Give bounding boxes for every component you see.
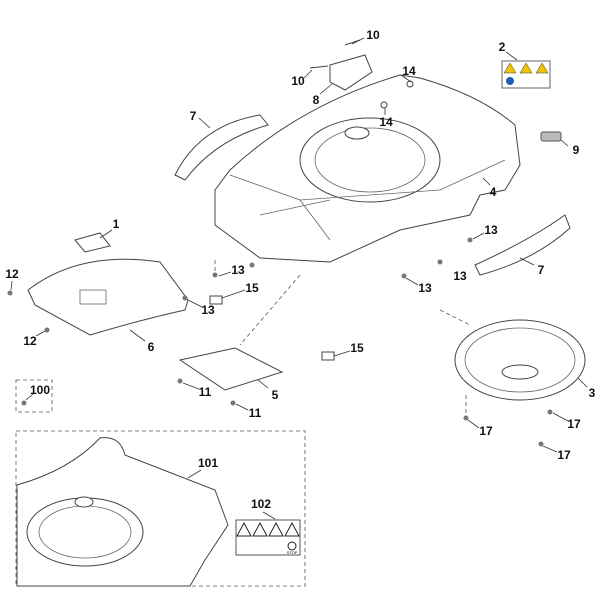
callout-13: 13	[231, 263, 245, 277]
assembly-lines	[214, 260, 471, 415]
callout-101: 101	[197, 456, 219, 470]
callout-15: 15	[245, 281, 259, 295]
deck-housing	[214, 74, 521, 263]
callout-14: 14	[402, 64, 416, 78]
nut	[380, 101, 388, 109]
callout-15: 15	[350, 341, 364, 355]
callout-102: 102	[250, 497, 272, 511]
callout-17: 17	[567, 417, 581, 431]
callout-13: 13	[484, 223, 498, 237]
bumper-rear	[474, 214, 571, 276]
callout-11: 11	[198, 385, 212, 399]
callout-11: 11	[248, 406, 262, 420]
stop-text: STOP	[287, 550, 298, 555]
rear-guard	[27, 258, 189, 336]
complete-deck-housing	[16, 437, 229, 587]
clip	[321, 351, 335, 361]
callout-17: 17	[479, 424, 493, 438]
warning-sticker-set: STOP	[235, 519, 301, 556]
leader-lines	[10, 37, 588, 520]
bottom-plate	[178, 347, 284, 391]
screws	[7, 237, 553, 447]
callout-6: 6	[147, 340, 155, 354]
callout-4: 4	[489, 185, 497, 199]
nut	[406, 80, 414, 88]
callout-3: 3	[588, 386, 596, 400]
callout-13: 13	[453, 269, 467, 283]
handle-bracket	[329, 54, 373, 91]
callout-12: 12	[5, 267, 19, 281]
mulch-plate	[454, 319, 586, 401]
callout-12: 12	[23, 334, 37, 348]
callout-2: 2	[498, 40, 506, 54]
bolt	[309, 65, 329, 69]
callout-13: 13	[418, 281, 432, 295]
warning-sticker	[501, 60, 551, 89]
callout-7: 7	[537, 263, 545, 277]
callout-8: 8	[312, 93, 320, 107]
callout-9: 9	[572, 143, 580, 157]
cover-plate	[74, 232, 111, 253]
bumper-front	[174, 114, 269, 181]
kit-box-100	[15, 379, 53, 413]
callout-100: 100	[29, 383, 51, 397]
callout-17: 17	[557, 448, 571, 462]
badge-part	[540, 131, 562, 142]
callout-7: 7	[189, 109, 197, 123]
callout-10: 10	[366, 28, 380, 42]
callout-14: 14	[379, 115, 393, 129]
callout-10: 10	[291, 74, 305, 88]
callout-1: 1	[112, 217, 120, 231]
callout-13: 13	[201, 303, 215, 317]
callout-5: 5	[271, 388, 279, 402]
clip	[209, 295, 223, 305]
